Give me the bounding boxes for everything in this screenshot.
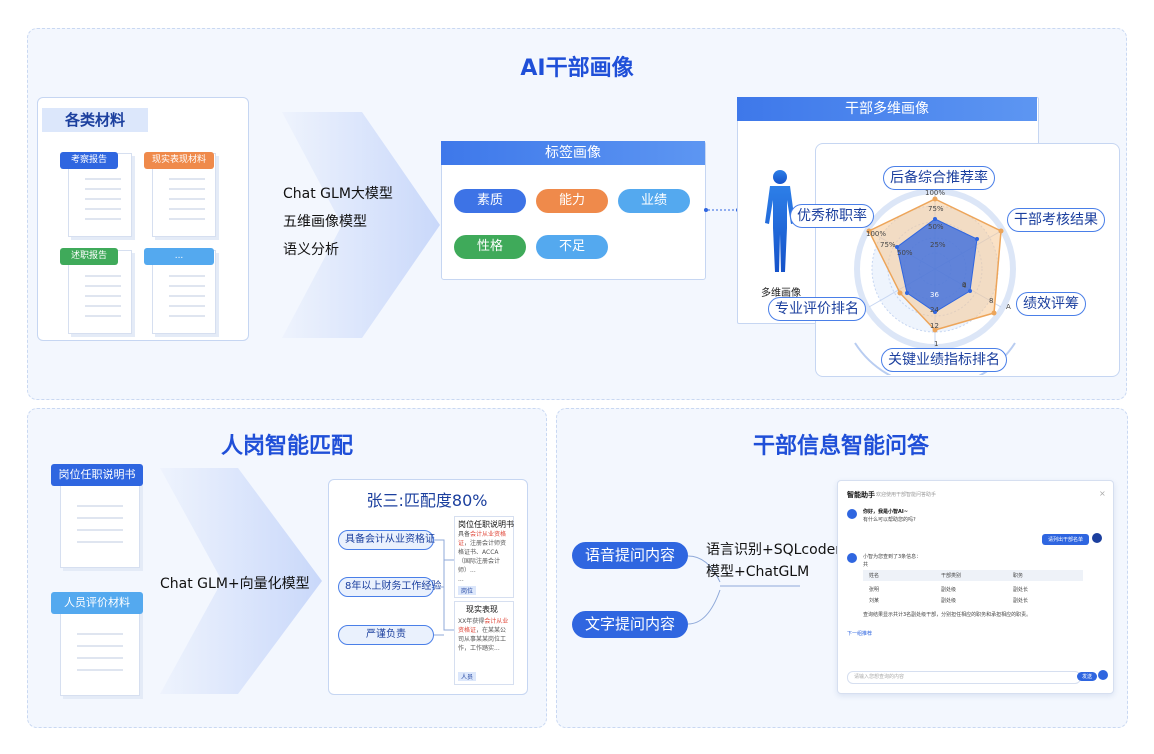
radar-label-jixiao: 绩效评筹 <box>1016 292 1086 316</box>
inner-tick: 36 <box>930 291 939 299</box>
bot-greeting-2: 有什么可以帮助您的吗? <box>863 517 916 523</box>
inner-tick: 24 <box>930 306 939 314</box>
material-kaocha: 考察报告 <box>60 152 118 169</box>
tag-nengli: 能力 <box>536 189 608 213</box>
model-line-3: 语义分析 <box>283 242 339 258</box>
material-shuzhi: 述职报告 <box>60 248 118 265</box>
qa-model-line-1: 语言识别+SQLcoder <box>706 542 841 558</box>
table-cell: 刘某 <box>869 598 880 604</box>
doc-job-desc: 岗位任职说明书 <box>51 464 143 486</box>
match-score: 张三:匹配度80% <box>366 491 488 510</box>
user-avatar-icon <box>1092 533 1102 543</box>
chat-input-placeholder: 请输入您想查询的内容 <box>854 674 905 680</box>
ai-portrait-title: AI干部画像 <box>520 56 634 81</box>
ring-tick: 50% <box>928 223 944 231</box>
job-card-tag: 岗位 <box>458 586 477 595</box>
flow-arrow-icon <box>160 468 322 694</box>
tag-buzu: 不足 <box>536 235 608 259</box>
chat-app-sub: 欢迎使用干部智能问答助手 <box>876 492 937 498</box>
tag-xingge: 性格 <box>454 235 526 259</box>
person-card-tag: 人员 <box>458 672 477 681</box>
table-cell: 副处长 <box>1013 598 1029 604</box>
ring-tick: 100% <box>866 230 887 238</box>
send-button[interactable]: 发送 <box>1077 672 1098 681</box>
ring-tick: 75% <box>880 241 896 249</box>
inner-tick: 0 <box>962 281 967 289</box>
doc-person-eval: 人员评价材料 <box>51 592 143 614</box>
tag-yeji: 业绩 <box>618 189 690 213</box>
human-figure-icon <box>765 170 795 272</box>
chat-window <box>837 480 1114 694</box>
job-match-title: 人岗智能匹配 <box>220 434 353 459</box>
ring-tick: 75% <box>928 205 944 213</box>
document-icon <box>60 470 140 568</box>
radar-label-youxiu: 优秀称职率 <box>790 204 874 228</box>
inner-tick: A <box>1006 303 1011 311</box>
table-cell: 副处级 <box>941 587 957 593</box>
chat-close-icon[interactable]: × <box>1099 489 1106 498</box>
document-icon <box>60 598 140 696</box>
qa-title: 干部信息智能问答 <box>752 434 929 459</box>
bot-answer: 小智为您查到了3条信息： <box>863 554 922 560</box>
ring-tick: 100% <box>925 189 946 197</box>
model-line-2: 五维画像模型 <box>283 214 367 230</box>
radar-label-guanjian: 关键业绩指标排名 <box>881 348 1007 372</box>
job-card <box>454 516 514 598</box>
chat-summary: 查询结果显示共计3名副处级干部，分别担任相应的职务和承担相应的职责。 <box>863 612 1032 618</box>
bot-answer-2: 共 <box>863 562 869 568</box>
flow-arrow-icon <box>282 112 440 338</box>
qa-connector <box>688 555 800 625</box>
model-line-1: Chat GLM大模型 <box>283 186 393 202</box>
table-cell: 张明 <box>869 587 880 593</box>
chat-app-title: 智能助手 <box>847 491 875 499</box>
bot-avatar-icon <box>847 553 857 563</box>
inner-tick: 4 <box>962 282 967 290</box>
criterion-responsible: 严谨负责 <box>338 625 434 645</box>
match-connector <box>434 539 454 636</box>
radar-label-zhuanye: 专业评价排名 <box>768 297 866 321</box>
material-xianshi: 现实表现材料 <box>144 152 214 169</box>
materials-title: 各类材料 <box>42 108 148 132</box>
bot-greeting: 你好，我是小智AI~ <box>863 509 908 515</box>
bot-avatar-icon <box>847 509 857 519</box>
qa-model-line-2: 模型+ChatGLM <box>706 564 810 580</box>
person-card-title: 现实表现 <box>466 605 498 614</box>
tag-portrait-header: 标签画像 <box>441 141 705 165</box>
table-header: 姓名 <box>869 573 880 579</box>
person-card-text: XX年获得会计从业资格证，在某某公司从事某某岗位工作，工作踏实... <box>458 618 509 652</box>
result-table: 姓名 干部类别 职务 张明 副处级 副处长 刘某 副处级 副处长 <box>863 570 1083 606</box>
ring-tick: 25% <box>930 241 946 249</box>
table-header: 职务 <box>1013 573 1024 579</box>
tag-suzhi: 素质 <box>454 189 526 213</box>
radar-label-houbei: 后备综合推荐率 <box>883 166 995 190</box>
voice-question-pill: 语音提问内容 <box>572 542 688 569</box>
mic-icon[interactable] <box>1098 670 1108 680</box>
table-cell: 副处级 <box>941 598 957 604</box>
ring-tick: 50% <box>897 249 913 257</box>
criterion-cert: 具备会计从业资格证 <box>338 530 435 550</box>
table-cell: 副处长 <box>1013 587 1029 593</box>
next-recommend-link[interactable]: 下一组推荐 <box>847 631 873 637</box>
person-card <box>454 601 514 685</box>
multi-portrait-header: 干部多维画像 <box>737 97 1037 121</box>
figure-label: 多维画像 <box>761 288 801 299</box>
table-header: 干部类别 <box>941 573 962 579</box>
material-more: ... <box>144 248 214 265</box>
job-card-text: 具备会计从业资格证，注册会计师资格证书、ACCA（国际注册会计师）...... <box>458 531 507 583</box>
criterion-experience: 8年以上财务工作经验 <box>338 577 441 597</box>
job-card-title: 岗位任职说明书 <box>458 520 514 529</box>
inner-tick: 8 <box>989 297 994 305</box>
user-message: 请列出干部名单 <box>1042 534 1090 545</box>
radar-label-kaohe: 干部考核结果 <box>1007 208 1105 232</box>
match-model: Chat GLM+向量化模型 <box>160 576 310 592</box>
inner-tick: 1 <box>934 340 939 348</box>
text-question-pill: 文字提问内容 <box>572 611 688 638</box>
inner-tick: 12 <box>930 322 939 330</box>
radar-chart <box>854 188 1016 375</box>
